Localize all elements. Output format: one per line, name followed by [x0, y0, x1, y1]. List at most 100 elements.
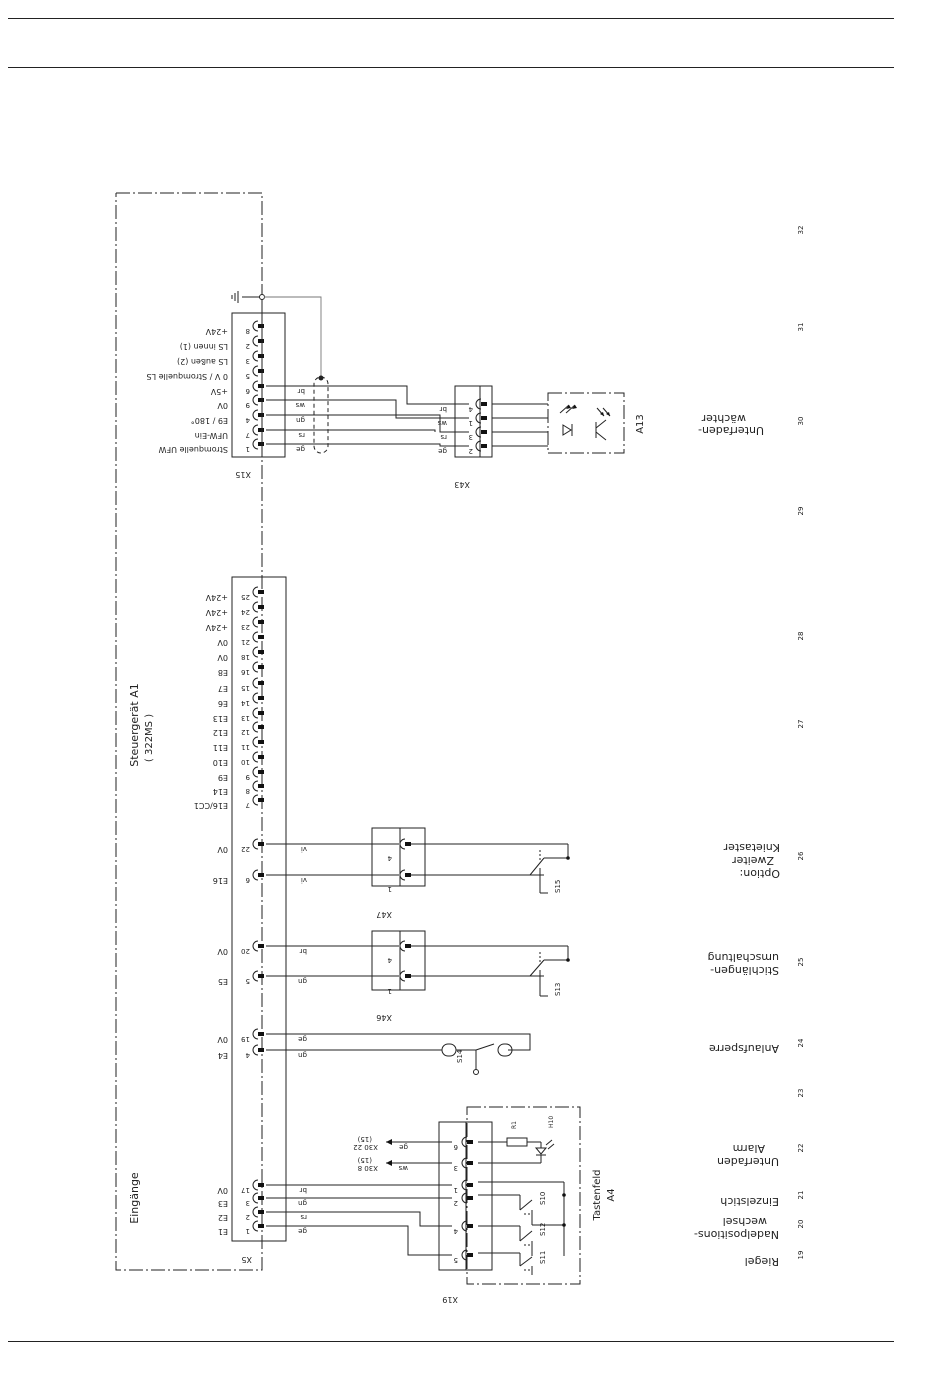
x15-name: X15: [235, 470, 251, 479]
x5-pin-number: 13: [241, 714, 250, 722]
shield-node: [318, 375, 324, 381]
column-number: 30: [797, 417, 805, 426]
x5-terminal: [252, 616, 264, 628]
s11-key-icon: [478, 1252, 533, 1275]
a4-name-2: A4: [606, 1188, 617, 1201]
x5-terminal: [252, 970, 264, 982]
x19-name: X19: [442, 1295, 458, 1304]
x5-terminal: [252, 707, 264, 719]
x5-pin-label: +24V: [205, 608, 228, 617]
x19-terminal: [461, 1249, 473, 1261]
x5-terminal: [252, 736, 264, 748]
x5-wire-color: gn: [298, 1199, 307, 1207]
r1-resistor-icon: [478, 1137, 542, 1148]
x5-pin-number: 15: [241, 684, 250, 692]
x30-arrows: [386, 1139, 452, 1166]
x46-block: [371, 930, 426, 991]
column-number: 24: [797, 1038, 805, 1047]
x43-wire-color: br: [440, 405, 447, 413]
x5-pin-number: 8: [246, 787, 250, 795]
x15-pin-number: 5: [246, 372, 250, 380]
x15-pin-label: LS innen (1): [180, 342, 228, 351]
x47-pin-4: 4: [387, 854, 392, 862]
x5-terminal: [252, 1192, 264, 1204]
s12-key-icon: [478, 1225, 533, 1256]
x5-wire-color: br: [300, 1186, 307, 1194]
x5-wire-color: ge: [298, 1035, 307, 1043]
x30-22-label: X30 22: [353, 1143, 378, 1151]
x5-pin-label: 0V: [217, 1186, 228, 1195]
x15-pin-label: +24V: [205, 327, 228, 336]
fn-stichlaengen-1: Stichlängen-: [710, 964, 779, 977]
x5-pin-number: 16: [241, 668, 250, 676]
x15-terminal: [252, 380, 264, 392]
column-number: 26: [797, 851, 805, 860]
x5-wire-color: gn: [298, 977, 307, 985]
x5-terminal: [252, 1179, 264, 1191]
x43-terminal: [475, 426, 487, 438]
x5-pin-number: 2: [246, 1213, 250, 1221]
x30-8-ref: (15): [357, 1156, 372, 1164]
x5-pin-number: 17: [241, 1186, 250, 1194]
a4-bus-node-1: [562, 1193, 566, 1197]
x15-x43-wire: [266, 429, 436, 432]
x15-pin-label: LS außen (2): [177, 357, 228, 366]
fn-stichlaengen-2: umschaltung: [708, 951, 779, 964]
a4-bus-node-2: [562, 1223, 566, 1227]
x15-x43-wire: [266, 385, 469, 405]
x15-pin-label: 0V: [217, 401, 228, 410]
x5-pin-label: E4: [218, 1051, 228, 1060]
x5-terminal: [252, 601, 264, 613]
x5-pin-number: 7: [246, 801, 250, 809]
x30-8-wire: ws: [398, 1164, 408, 1172]
x5-terminal: [252, 721, 264, 733]
x47-terminal: [399, 838, 411, 850]
column-number: 28: [797, 632, 805, 641]
x43-block: [454, 385, 493, 458]
x15-pin-number: 8: [246, 327, 250, 335]
x5-x19-wire: [266, 1225, 452, 1256]
x5-wire-color: ge: [298, 1227, 307, 1235]
fn-anlaufsperre: Anlaufsperre: [709, 1042, 779, 1055]
x5-terminal: [252, 1220, 264, 1232]
x43-pin-number: 4: [468, 405, 473, 413]
x43-wire-color: ge: [438, 447, 447, 455]
x5-pin-label: E3: [218, 1199, 228, 1208]
x5-terminal: [252, 869, 264, 881]
x15-terminal: [252, 320, 264, 332]
x46-pin-4: 4: [387, 956, 392, 964]
x5-pin-label: E14: [213, 787, 228, 796]
s10-key-icon: [478, 1194, 564, 1226]
x19-pin-number: 2: [454, 1199, 458, 1207]
x47-block: [371, 827, 426, 887]
x5-pin-number: 23: [241, 623, 250, 631]
x19-terminal: [461, 1179, 473, 1191]
top-rule-1: [8, 18, 894, 19]
x5-wire-color: rs: [300, 1213, 307, 1221]
x5-pin-number: 12: [241, 728, 250, 736]
x19-pin-number: 5: [454, 1256, 458, 1264]
x43-pin-number: 3: [469, 433, 473, 441]
function-descriptions: Unterfaden- wächter Option: Zweiter Knie…: [694, 412, 780, 1268]
fn-unterfaden-alarm-2: Alarm: [733, 1142, 765, 1155]
x5-terminal: [252, 677, 264, 689]
x5-pin-label: 0V: [217, 947, 228, 956]
column-number: 27: [797, 720, 805, 729]
x5-terminal: [252, 586, 264, 598]
x5-wire-color: vi: [301, 876, 307, 884]
x5-pin-number: 11: [241, 743, 250, 751]
x5-pin-label: 0V: [217, 845, 228, 854]
frame-label-bottom: Eingänge: [128, 1172, 141, 1224]
x15-wire-color: ge: [296, 445, 305, 453]
x5-pin-label: E13: [213, 714, 228, 723]
bus-node: [259, 294, 265, 300]
x5-pin-number: 4: [245, 1051, 250, 1059]
s13-name: S13: [554, 983, 562, 996]
x15-pin-number: 4: [245, 416, 250, 424]
x5-pin-label: E16: [213, 876, 228, 885]
fn-riegel: Riegel: [745, 1255, 779, 1268]
